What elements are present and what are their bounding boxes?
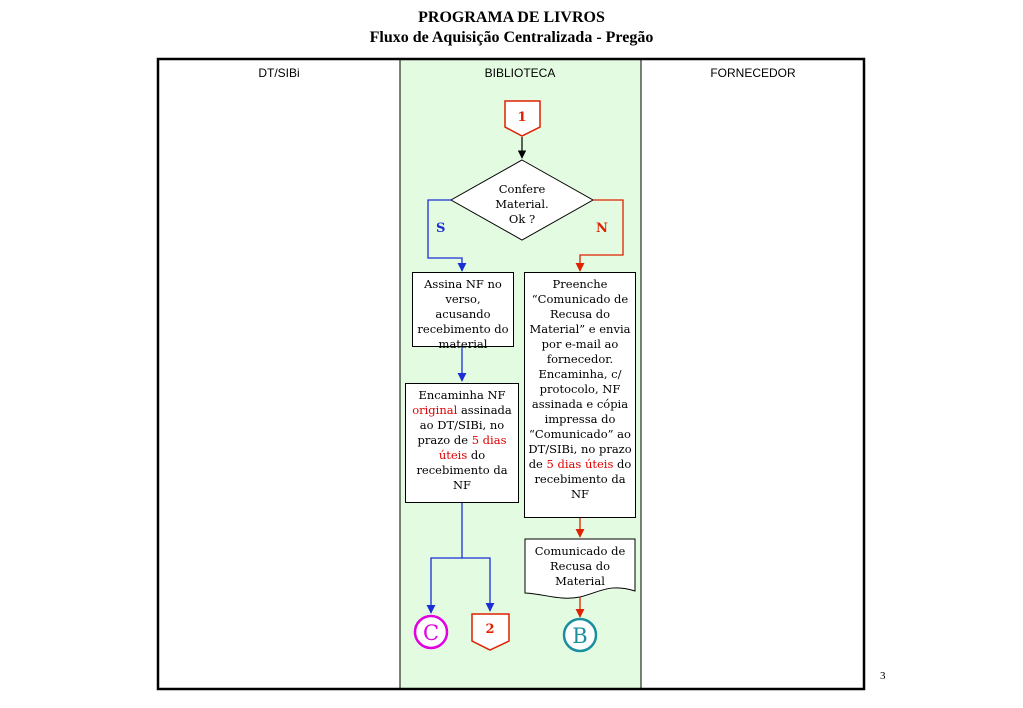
connector-2-label: 2 — [485, 622, 494, 637]
connector-b-label: B — [572, 624, 587, 648]
decision-diamond — [449, 159, 595, 241]
decision-line: Confere — [498, 182, 546, 196]
decision-line: Material. — [495, 197, 549, 211]
arrow-forward-to-c — [426, 503, 463, 614]
refuse-text: Preenche “Comunicado de Recusa do Materi… — [528, 277, 632, 471]
page-number: 3 — [880, 670, 886, 682]
document-shape — [524, 538, 636, 599]
lane-header-dtsibi: DT/SIBi — [258, 66, 299, 80]
start-connector-shape — [504, 100, 541, 137]
start-connector-label: 1 — [517, 110, 526, 125]
forward-text: Encaminha NF — [418, 388, 506, 402]
decision-line: Ok ? — [508, 212, 536, 226]
forward-highlight-deadline: 5 dias úteis — [438, 433, 507, 462]
yes-label: S — [436, 221, 446, 236]
page-title: PROGRAMA DE LIVROS — [418, 9, 605, 26]
box-sign-text: Assina NF no verso, acusando recebimento… — [417, 277, 509, 351]
forward-highlight-original: original — [412, 403, 458, 417]
page-subtitle: Fluxo de Aquisição Centralizada - Pregão — [369, 29, 654, 46]
box-forward-nf: Encaminha NF original assinada ao DT/SIB… — [405, 383, 519, 503]
forward-text: do recebimento da NF — [416, 448, 508, 492]
arrow-forward-to-2 — [462, 557, 495, 612]
box-refuse-material: Preenche “Comunicado de Recusa do Materi… — [524, 272, 636, 518]
document-text: Comunicado de Recusa do Material — [534, 544, 626, 588]
no-label: N — [596, 221, 608, 236]
lanes-border — [156, 57, 866, 691]
box-sign-nf: Assina NF no verso, acusando recebimento… — [412, 272, 514, 351]
arrow-yes — [427, 199, 467, 272]
arrow-no — [575, 199, 624, 272]
connector-b-circle — [562, 617, 598, 653]
decision-text: Confere Material. Ok ? — [476, 182, 568, 227]
forward-text: assinada ao DT/SIBi, no prazo de — [417, 403, 512, 447]
connector-2-shape — [471, 613, 510, 651]
refuse-text: do recebimento da NF — [534, 457, 632, 501]
lane-header-biblioteca: BIBLIOTECA — [485, 66, 556, 80]
lane-header-fornecedor: FORNECEDOR — [710, 66, 796, 80]
connector-c-label: C — [423, 621, 439, 645]
refuse-highlight-deadline: 5 dias úteis — [546, 457, 614, 471]
connector-c-circle — [413, 614, 449, 650]
